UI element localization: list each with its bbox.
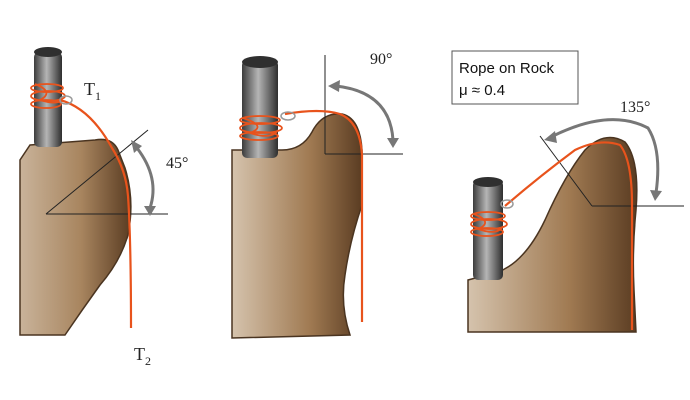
carabiner-icon <box>59 95 73 105</box>
angle-arc <box>552 118 660 194</box>
panel-90-degree: 90° <box>231 51 403 339</box>
anchor-post <box>242 60 278 158</box>
arc-arrowhead-bottom <box>144 206 156 216</box>
anchor-post-top <box>473 177 503 187</box>
angle-arc <box>335 84 395 141</box>
angle-label: 45° <box>166 155 188 172</box>
anchor-post-top <box>242 56 278 68</box>
carabiner-icon <box>280 111 296 121</box>
anchor-post <box>473 180 503 280</box>
rope <box>59 98 133 329</box>
rope-knot <box>470 211 508 237</box>
arc-arrowhead-top <box>131 140 142 153</box>
anchor-post-top <box>34 47 62 57</box>
diagonal-reference-line <box>45 129 149 215</box>
diagonal-reference-line <box>539 135 593 207</box>
tension-label-t1: T1 <box>84 79 101 103</box>
arc-arrowhead-left <box>328 80 340 92</box>
arc-arrowhead-left <box>544 131 557 143</box>
arc-arrowhead-bottom <box>387 138 399 148</box>
tension-label-t2: T2 <box>134 344 151 368</box>
rope-knot <box>239 115 283 141</box>
info-box: Rope on Rock μ ≈ 0.4 <box>451 50 579 105</box>
panel-45-degree: 45° T1 T2 <box>19 47 188 368</box>
rope <box>504 141 634 330</box>
rock-shape <box>467 136 638 333</box>
carabiner-icon <box>500 199 514 209</box>
info-box-frame <box>451 50 579 105</box>
panel-135-degree: 135° <box>467 99 684 333</box>
info-box-title: Rope on Rock <box>459 60 555 77</box>
rock-shape <box>231 113 363 339</box>
angle-label: 90° <box>370 51 392 68</box>
angle-label: 135° <box>620 99 650 116</box>
info-box-coefficient: μ ≈ 0.4 <box>459 82 505 99</box>
rock-shape <box>19 138 132 336</box>
rope <box>284 109 364 322</box>
angle-arc <box>135 147 155 209</box>
arc-arrowhead-bottom <box>650 190 662 201</box>
